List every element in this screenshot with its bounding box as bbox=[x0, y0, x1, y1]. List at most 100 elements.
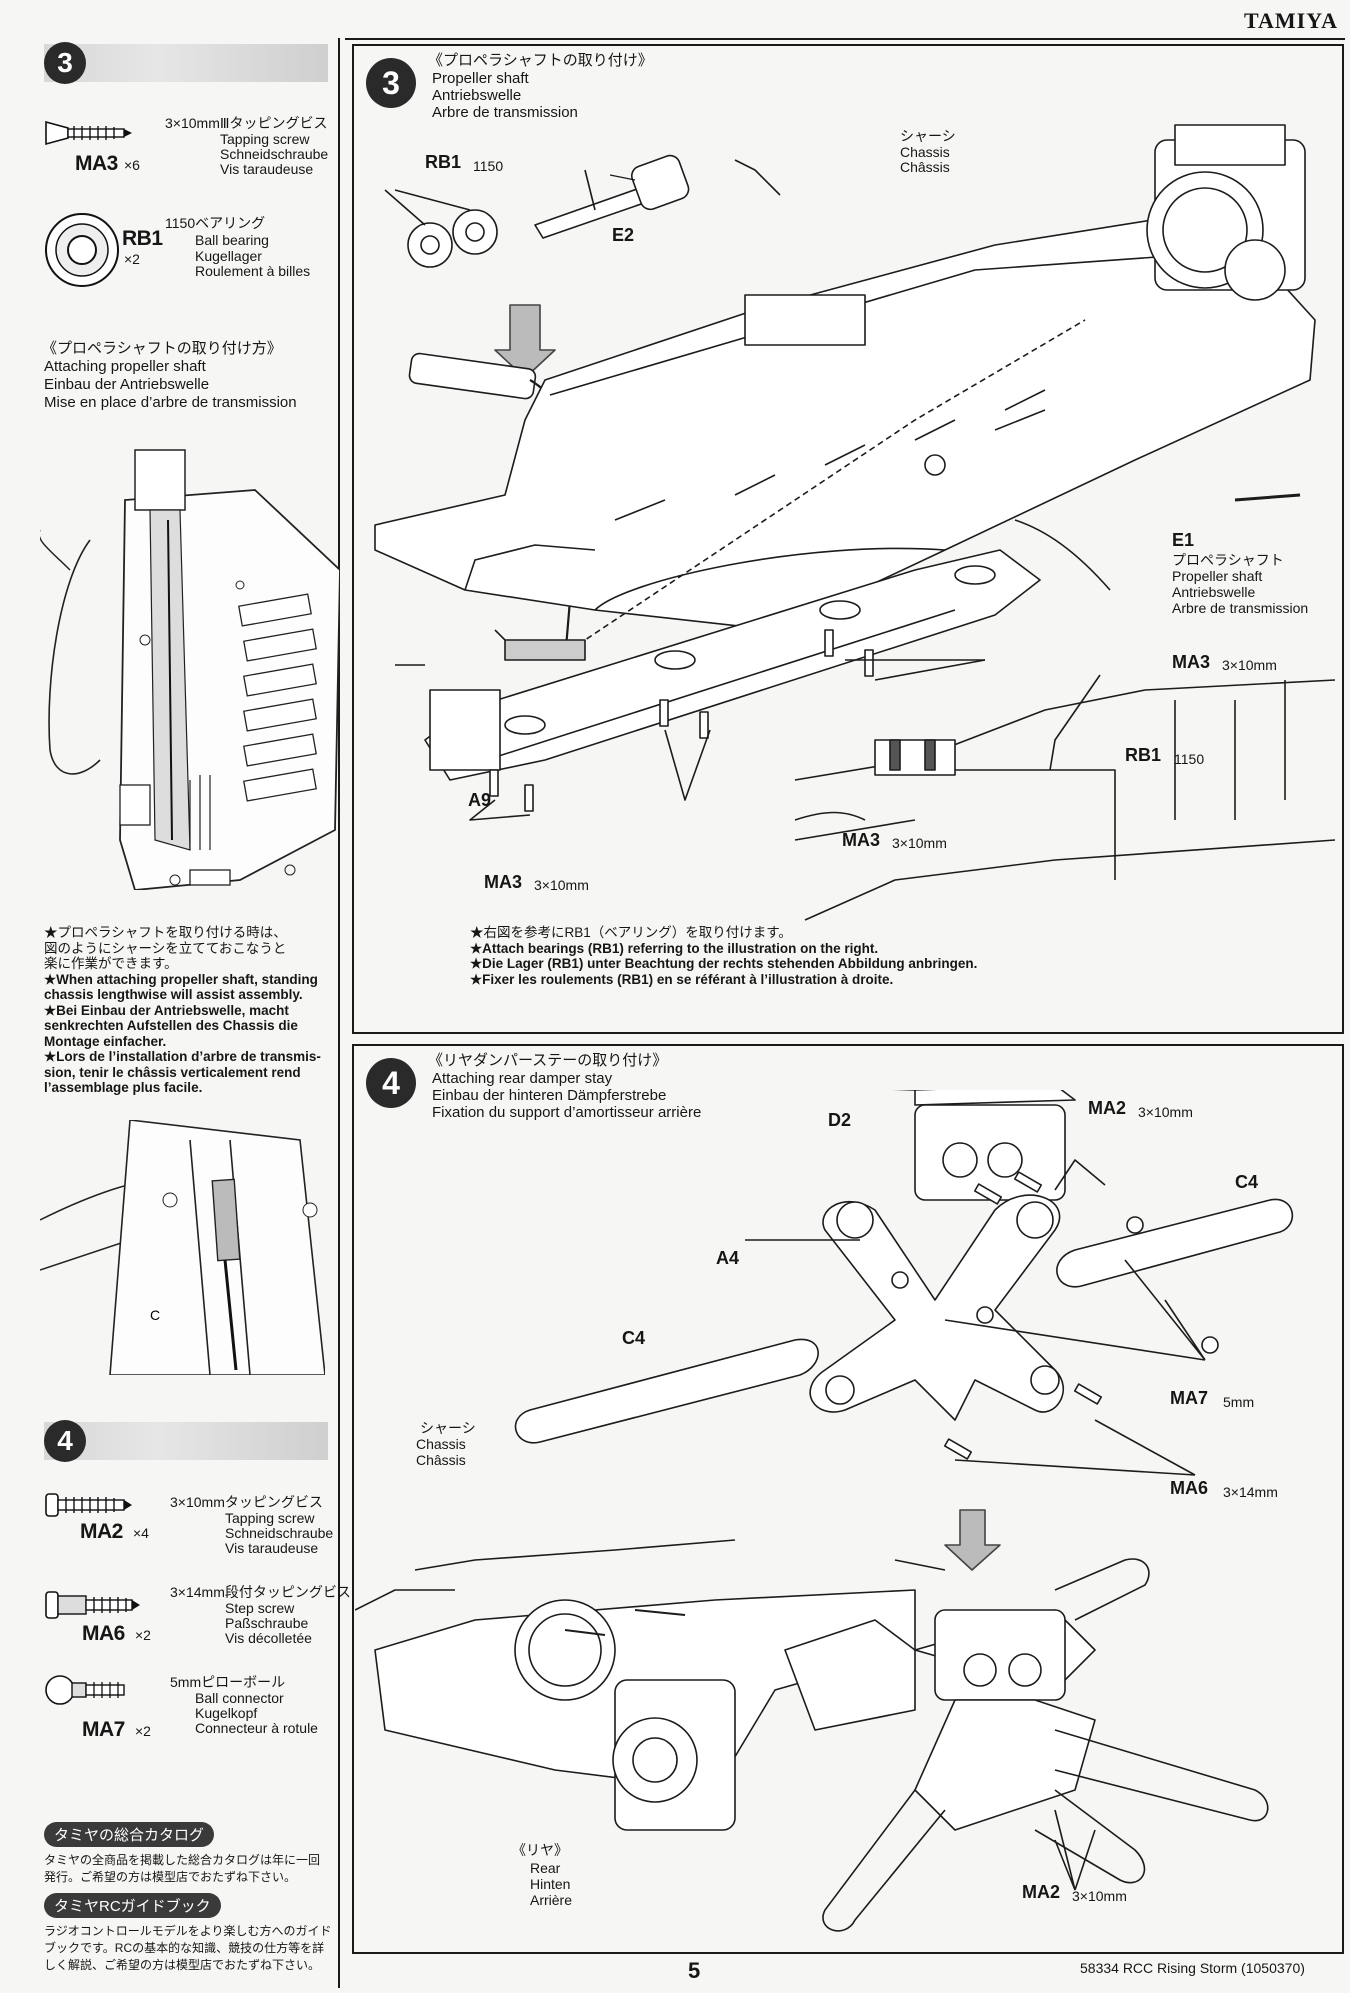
tip-note-line: l’assemblage plus facile. bbox=[44, 1080, 203, 1095]
panel4-badge: 4 bbox=[366, 1058, 416, 1108]
ma2-bottom-label: MA2 bbox=[1022, 1882, 1061, 1902]
ma3-right-size: 3×10mm bbox=[1222, 657, 1277, 673]
catalog-title: タミヤの総合カタログ bbox=[44, 1822, 215, 1847]
ma7-jp: 5mmピローボール bbox=[170, 1674, 286, 1690]
tip-note-line: sion, tenir le châssis verticalement ren… bbox=[44, 1064, 301, 1080]
panel3-title-jp: 《プロペラシャフトの取り付け》 bbox=[428, 52, 653, 69]
ma7-label: MA7 bbox=[1170, 1388, 1209, 1408]
step4-badge: 4 bbox=[44, 1420, 86, 1462]
guide-title: タミヤRCガイドブック bbox=[44, 1893, 221, 1918]
ma3-fr: Vis taraudeuse bbox=[220, 161, 314, 177]
ma3-left-size: 3×10mm bbox=[534, 877, 589, 893]
panel3-note: ★Die Lager (RB1) unter Beachtung der rec… bbox=[470, 956, 978, 971]
tip-note-line: ★When attaching propeller shaft, standin… bbox=[44, 971, 318, 987]
a9-label: A9 bbox=[468, 790, 492, 810]
step4-panel bbox=[352, 1044, 1344, 1954]
tapping-screw-icon bbox=[45, 120, 132, 146]
chassis-jp: シャーシ bbox=[900, 128, 956, 144]
tip-heading-jp: 《プロペラシャフトの取り付け方》 bbox=[42, 340, 282, 357]
chassis4-fr: Châssis bbox=[416, 1452, 466, 1468]
e1-en: Propeller shaft bbox=[1172, 568, 1263, 584]
tip-note-line: ★Lors de l’installation d’arbre de trans… bbox=[44, 1049, 321, 1064]
top-rule bbox=[345, 38, 1345, 40]
ma6-qty: ×2 bbox=[135, 1627, 151, 1643]
e1-fr: Arbre de transmission bbox=[1172, 600, 1309, 616]
guide-line: ラジオコントロールモデルをより楽しむ方へのガイド bbox=[44, 1924, 332, 1938]
catalog-box: タミヤの総合カタログ タミヤの全商品を掲載した総合カタログは年に一回 発行。ご希… bbox=[44, 1822, 320, 1885]
rb1-detail-size: 1150 bbox=[1174, 751, 1205, 767]
ma6-code: MA6 bbox=[82, 1622, 125, 1645]
rb1-qty: ×2 bbox=[124, 251, 140, 267]
panel3-note: ★Attach bearings (RB1) referring to the … bbox=[470, 940, 879, 956]
tip-note-line: Montage einfacher. bbox=[44, 1033, 167, 1049]
rear-en: Rear bbox=[530, 1860, 561, 1876]
rb1-fr: Roulement à billes bbox=[195, 263, 311, 279]
ma2-qty: ×4 bbox=[133, 1525, 149, 1541]
ball-bearing-icon bbox=[45, 213, 119, 287]
ma3-mid-size: 3×10mm bbox=[892, 835, 947, 851]
ma6-size: 3×14mm bbox=[1223, 1484, 1278, 1500]
e1-jp: プロペラシャフト bbox=[1172, 552, 1284, 568]
tip-note-line: 図のようにシャーシを立てておこなうと bbox=[44, 940, 287, 956]
guide-box: タミヤRCガイドブック ラジオコントロールモデルをより楽しむ方へのガイド ブック… bbox=[44, 1893, 332, 1973]
c4-right-label: C4 bbox=[1235, 1172, 1259, 1192]
c4-left-label: C4 bbox=[622, 1328, 646, 1348]
ma2-code: MA2 bbox=[80, 1520, 123, 1543]
rear-jp: 《リヤ》 bbox=[512, 1842, 568, 1858]
ma3-en: Tapping screw bbox=[220, 131, 310, 147]
tip-notes: ★プロペラシャフトを取り付ける時は、 図のようにシャーシを立てておこなうと 楽に… bbox=[44, 925, 321, 1096]
ma2-fr: Vis taraudeuse bbox=[225, 1540, 319, 1556]
step-screw-icon bbox=[45, 1591, 140, 1619]
chassis4-jp: シャーシ bbox=[420, 1420, 476, 1436]
ma7-fr: Connecteur à rotule bbox=[195, 1720, 318, 1736]
ma7-en: Ball connector bbox=[195, 1690, 284, 1706]
ma7-code: MA7 bbox=[82, 1718, 125, 1741]
tip-note-line: ★プロペラシャフトを取り付ける時は、 bbox=[44, 925, 287, 940]
chassis-standing-illustration bbox=[40, 449, 340, 890]
ma2-bottom-size: 3×10mm bbox=[1072, 1888, 1127, 1904]
ma3-jp: 3×10mmⅢタッピングビス bbox=[165, 115, 328, 131]
propeller-shaft-assembly-diagram bbox=[374, 124, 1336, 921]
panel3-notes: ★右図を参考にRB1（ベアリング）を取り付けます。 ★Attach bearin… bbox=[470, 925, 977, 987]
rb1-de: Kugellager bbox=[195, 248, 262, 264]
panel3-title-fr: Arbre de transmission bbox=[432, 104, 578, 121]
panel3-title-de: Antriebswelle bbox=[432, 87, 522, 104]
tip-note-line: chassis lengthwise will assist assembly. bbox=[44, 987, 303, 1002]
rear-fr: Arrière bbox=[530, 1892, 573, 1908]
ma3-de: Schneidschraube bbox=[220, 146, 329, 162]
panel3-note: ★右図を参考にRB1（ベアリング）を取り付けます。 bbox=[470, 925, 792, 940]
ma3-right-label: MA3 bbox=[1172, 652, 1211, 672]
ma6-jp: 3×14mm段付タッピングビス bbox=[170, 1584, 351, 1600]
document-ref: 58334 RCC Rising Storm (1050370) bbox=[1080, 1960, 1305, 1976]
panel4-title-en: Attaching rear damper stay bbox=[432, 1070, 613, 1087]
chassis-en: Chassis bbox=[900, 144, 950, 160]
chassis4-en: Chassis bbox=[416, 1436, 466, 1452]
e1-de: Antriebswelle bbox=[1172, 584, 1256, 600]
e2-label: E2 bbox=[612, 225, 635, 245]
closeup-illustration: C bbox=[40, 1120, 325, 1375]
rear-damper-stay-diagram bbox=[355, 1090, 1294, 1932]
ma2-en: Tapping screw bbox=[225, 1510, 315, 1526]
ma2-de: Schneidschraube bbox=[225, 1525, 334, 1541]
ma6-label: MA6 bbox=[1170, 1478, 1209, 1498]
ma6-fr: Vis décolletée bbox=[225, 1630, 312, 1646]
panel4-title-fr: Fixation du support d’amortisseur arrièr… bbox=[432, 1104, 702, 1121]
rb1-jp: 1150ベアリング bbox=[165, 215, 266, 231]
ball-connector-icon bbox=[45, 1675, 125, 1705]
ma2-top-size: 3×10mm bbox=[1138, 1104, 1193, 1120]
a4-label: A4 bbox=[716, 1248, 740, 1268]
rb1-code: RB1 bbox=[122, 227, 163, 250]
ma7-qty: ×2 bbox=[135, 1723, 151, 1739]
tip-heading-fr: Mise en place d’arbre de transmission bbox=[44, 394, 297, 411]
brand-logo: TAMIYA bbox=[1243, 8, 1338, 33]
ma6-en: Step screw bbox=[225, 1600, 295, 1616]
d2-label: D2 bbox=[828, 1110, 852, 1130]
page-number: 5 bbox=[688, 1958, 701, 1983]
step3-badge: 3 bbox=[44, 42, 86, 84]
ma7-size: 5mm bbox=[1223, 1394, 1255, 1410]
tip-heading-en: Attaching propeller shaft bbox=[44, 358, 206, 375]
rear-de: Hinten bbox=[530, 1876, 571, 1892]
rb1-size: 1150 bbox=[473, 158, 504, 174]
tip-heading-de: Einbau der Antriebswelle bbox=[44, 376, 210, 393]
ma3-qty: ×6 bbox=[124, 157, 140, 173]
